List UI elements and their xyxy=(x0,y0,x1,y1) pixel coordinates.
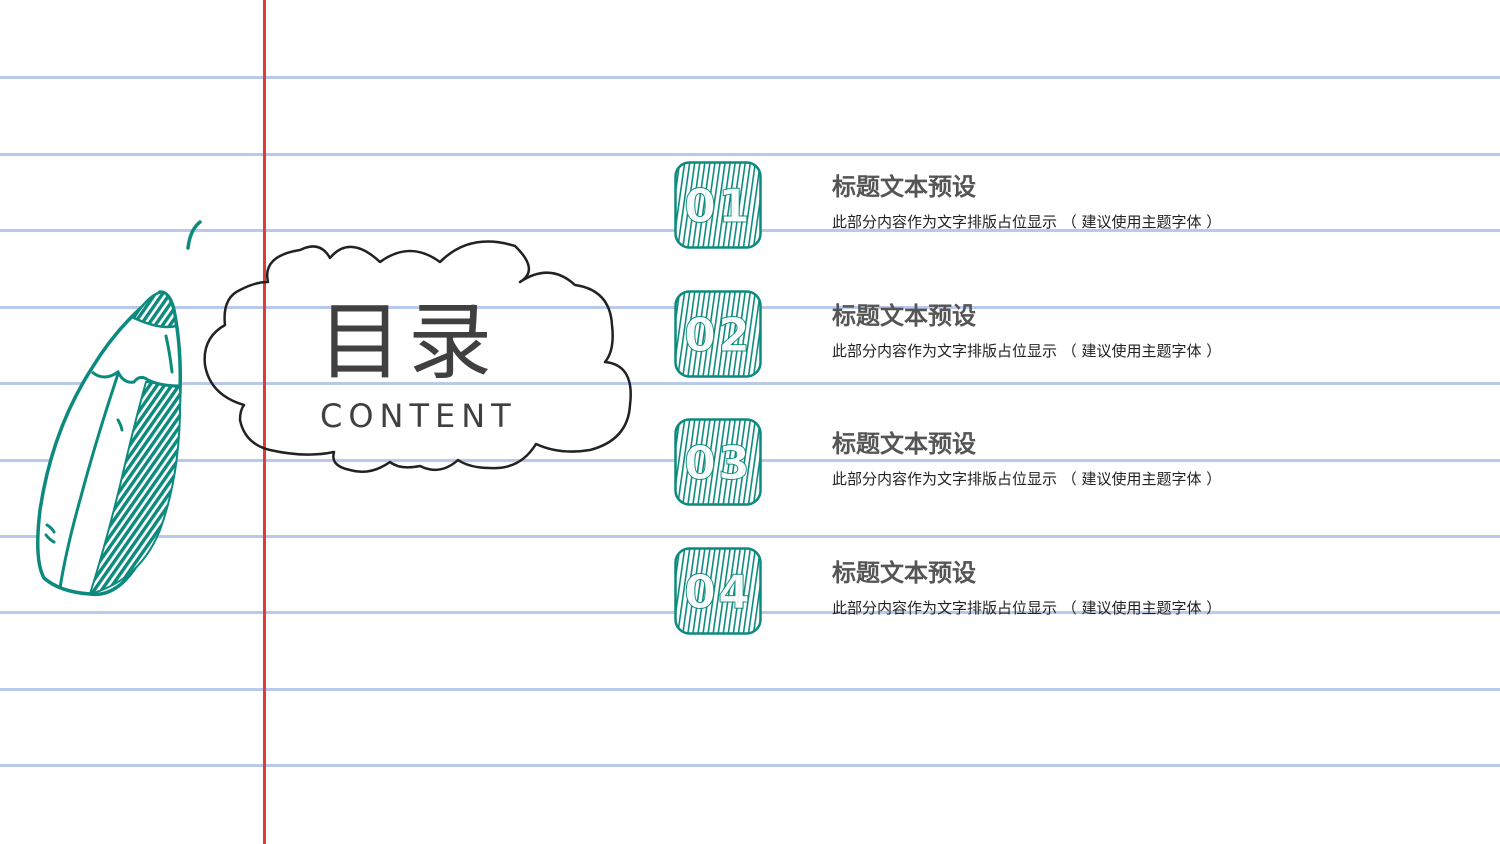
toc-item-2[interactable]: 02 标题文本预设 此部分内容作为文字排版占位显示 （ 建议使用主题字体 ） xyxy=(674,290,1374,380)
rule-line xyxy=(0,76,1500,79)
cloud-icon xyxy=(203,240,632,473)
item-title: 标题文本预设 xyxy=(832,302,976,330)
item-title: 标题文本预设 xyxy=(832,430,976,458)
rule-line xyxy=(0,688,1500,691)
item-number: 01 xyxy=(683,179,752,234)
item-number: 03 xyxy=(683,436,752,491)
item-number: 04 xyxy=(683,565,752,620)
toc-item-3[interactable]: 03 标题文本预设 此部分内容作为文字排版占位显示 （ 建议使用主题字体 ） xyxy=(674,418,1374,508)
page-subtitle: CONTENT xyxy=(320,397,517,435)
page-title: 目录 xyxy=(318,293,499,391)
item-title: 标题文本预设 xyxy=(832,173,976,201)
number-badge-icon xyxy=(674,547,762,635)
item-title: 标题文本预设 xyxy=(832,559,976,587)
number-badge-icon xyxy=(674,161,762,249)
rule-line xyxy=(0,535,1500,538)
item-description: 此部分内容作为文字排版占位显示 （ 建议使用主题字体 ） xyxy=(832,470,1222,488)
item-description: 此部分内容作为文字排版占位显示 （ 建议使用主题字体 ） xyxy=(832,599,1222,617)
item-description: 此部分内容作为文字排版占位显示 （ 建议使用主题字体 ） xyxy=(832,342,1222,360)
number-badge-icon xyxy=(674,290,762,378)
item-number: 02 xyxy=(683,308,752,363)
toc-item-4[interactable]: 04 标题文本预设 此部分内容作为文字排版占位显示 （ 建议使用主题字体 ） xyxy=(674,547,1374,637)
margin-line xyxy=(263,0,266,844)
item-description: 此部分内容作为文字排版占位显示 （ 建议使用主题字体 ） xyxy=(832,213,1222,231)
rule-line xyxy=(0,382,1500,385)
pencil-icon xyxy=(36,220,202,597)
number-badge-icon xyxy=(674,418,762,506)
rule-line xyxy=(0,153,1500,156)
rule-line xyxy=(0,764,1500,767)
toc-item-1[interactable]: 01 标题文本预设 此部分内容作为文字排版占位显示 （ 建议使用主题字体 ） xyxy=(674,161,1374,251)
